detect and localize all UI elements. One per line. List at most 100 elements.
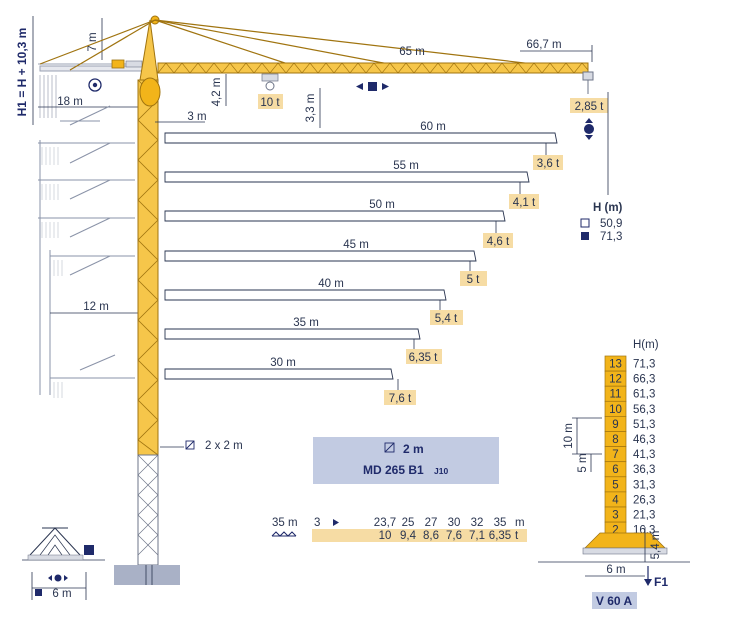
mast-height-value: 41,3 [633, 449, 655, 461]
mast-section-number: 3 [612, 510, 618, 522]
jib-config-40-load: 5,4 t [435, 313, 458, 325]
jib-65m: 65 m [399, 46, 425, 58]
height-legend-title: H (m) [593, 202, 623, 214]
radius-4: 30 [448, 517, 461, 529]
model-line1: 2 m [403, 442, 424, 456]
mast-height-value: 31,3 [633, 479, 655, 491]
load-table-jib: 35 m [272, 517, 298, 529]
top-height-dim: 7 m [87, 32, 99, 51]
trolley-move-icon [368, 82, 377, 91]
mast-base-name: V 60 A [596, 594, 633, 608]
load-unit: t [515, 530, 519, 542]
filled-square-icon [581, 232, 589, 240]
mast-height-value: 61,3 [633, 389, 655, 401]
model-name: MD 265 B1 [363, 463, 424, 477]
mast-section-number: 5 [612, 479, 618, 491]
mast-dim-5: 5 m [577, 453, 589, 472]
mast-section-number: 11 [610, 389, 622, 401]
rotation-icon [88, 78, 102, 92]
jib-max-load: 10 t [260, 97, 280, 109]
mast-height-value: 46,3 [633, 434, 655, 446]
mast-section-number: 6 [612, 464, 618, 476]
radius-6: 35 [494, 517, 507, 529]
jib-667m: 66,7 m [526, 39, 561, 51]
radius-1: 23,7 [374, 517, 396, 529]
counter-jib-length: 18 m [57, 96, 83, 108]
tower-mast [114, 79, 180, 585]
mast-height-value: 26,3 [633, 494, 655, 506]
mast-section-number: 2 [612, 525, 618, 537]
mast-sections: H(m) 1312111098765432171,366,361,356,351… [538, 339, 690, 609]
section-square-icon [185, 440, 195, 450]
jib-config-60-load: 3,6 t [537, 158, 560, 170]
hook-icon [584, 124, 594, 134]
mast-height-value: 21,3 [633, 510, 655, 522]
load-6: 6,35 [489, 530, 511, 542]
radius-3: 27 [425, 517, 438, 529]
mast-force: F1 [654, 575, 668, 589]
height-filled-value: 71,3 [600, 231, 622, 243]
mast-height-value: 71,3 [633, 359, 655, 371]
h1-label: H1 = H + 10,3 m [15, 28, 29, 117]
radius-5: 32 [471, 517, 484, 529]
mast-height-value: 56,3 [633, 404, 655, 416]
mast-section-number: 9 [612, 419, 618, 431]
mast-header: H(m) [633, 339, 659, 351]
jib-config-50-load: 4,6 t [487, 236, 510, 248]
mast-height-value: 51,3 [633, 419, 655, 431]
jib-configurations: 60 m 3,6 t 55 m 4,1 t 50 m 4,6 t 45 m 5 … [164, 121, 563, 405]
load-table: 35 m 3 23,7 25 27 30 32 35 m 10 9,4 8,6 … [271, 517, 527, 542]
mast-dim-54: 5,4 m [650, 531, 662, 560]
tie-12-dim: 12 m [83, 301, 109, 313]
offset-42: 4,2 m [211, 78, 223, 107]
jib-tip-load: 2,85 t [575, 101, 605, 113]
filled-square-icon-small [35, 589, 42, 596]
small-base-width: 6 m [52, 588, 71, 600]
mast-section-number: 8 [612, 434, 618, 446]
load-1: 10 [379, 530, 392, 542]
load-table-start: 3 [314, 517, 320, 529]
small-base-elevation: 6 m [22, 527, 105, 600]
tower-head [39, 15, 586, 107]
jib-config-50-length: 50 m [369, 199, 395, 211]
jib-config-35-length: 35 m [293, 317, 319, 329]
offset-33: 3,3 m [305, 94, 317, 123]
mast-section-number: 13 [609, 359, 622, 371]
jib-config-45-load: 5 t [467, 274, 481, 286]
height-legend: H (m) 50,9 71,3 [580, 202, 623, 243]
jib-config-35-load: 6,35 t [409, 352, 439, 364]
radius-unit: m [515, 517, 525, 529]
counter-jib-platforms [38, 63, 151, 118]
jib-config-60-length: 60 m [420, 121, 446, 133]
open-square-icon [580, 218, 590, 228]
mast-section-number: 4 [612, 494, 619, 506]
mast-section-number: 10 [609, 404, 622, 416]
jib-config-30-load: 7,6 t [389, 393, 412, 405]
force-arrow-icon [644, 579, 652, 586]
jib-config-30-length: 30 m [270, 357, 296, 369]
main-jib: 65 m 66,7 m 10 t 4,2 m 3,3 m 2,85 t [157, 39, 609, 195]
model-box: 2 m MD 265 B1 J10 [313, 437, 499, 484]
base-center-icon [54, 574, 62, 582]
jib-config-45-length: 45 m [343, 239, 369, 251]
jib-config-55-load: 4,1 t [513, 197, 536, 209]
model-variant: J10 [434, 466, 448, 476]
mast-section-number: 7 [612, 449, 618, 461]
mast-height-value: 36,3 [633, 464, 655, 476]
tie-3-dim: 3 m [187, 111, 206, 123]
jib-config-40-length: 40 m [318, 278, 344, 290]
radius-2: 25 [402, 517, 415, 529]
load-3: 8,6 [423, 530, 439, 542]
tower-elevation: H1 = H + 10,3 m 18 m 7 m [15, 15, 586, 585]
section-size: 2 x 2 m [205, 440, 243, 452]
load-4: 7,6 [446, 530, 462, 542]
tie-levels [38, 105, 135, 395]
mast-base-width: 6 m [606, 564, 625, 576]
arrow-right-icon [333, 519, 339, 526]
load-5: 7,1 [469, 530, 485, 542]
mast-dim-10: 10 m [563, 423, 575, 449]
mast-section-number: 12 [609, 374, 622, 386]
height-open-value: 50,9 [600, 218, 622, 230]
jib-config-55-length: 55 m [393, 160, 419, 172]
